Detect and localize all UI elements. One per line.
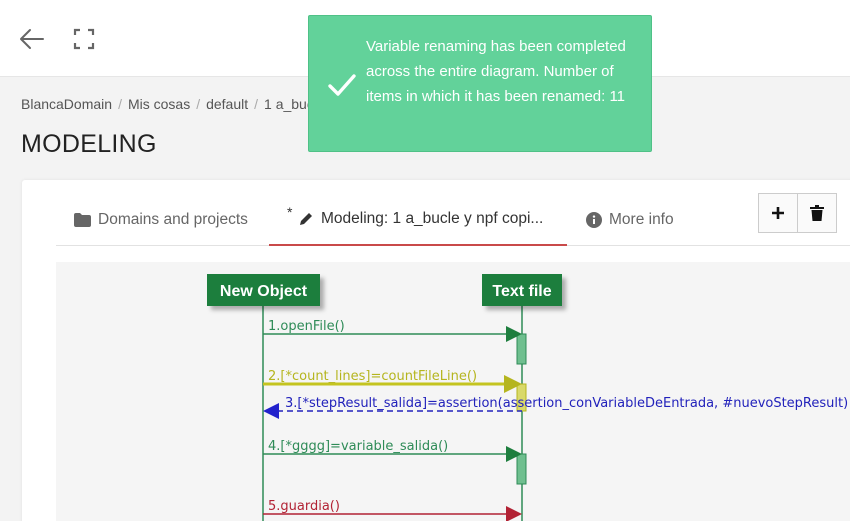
message-label-5[interactable]: 5.guardia() — [268, 499, 340, 514]
arrowhead-3 — [263, 403, 279, 419]
lifeline-label-new-object: New Object — [220, 283, 308, 300]
folder-icon — [74, 213, 91, 227]
lifeline-box-text-file[interactable] — [482, 274, 562, 306]
activation-bar — [516, 453, 527, 485]
breadcrumb-separator: / — [254, 96, 259, 112]
tab-modeling-label: Modeling: 1 a_bucle y npf copi... — [321, 210, 544, 227]
tab-bar: Domains and projects * Modeling: 1 a_buc… — [56, 194, 850, 246]
plus-icon — [772, 207, 784, 219]
breadcrumb-project[interactable]: default — [206, 96, 249, 112]
breadcrumb-separator: / — [196, 96, 201, 112]
diagram-canvas[interactable]: New Object Text file 1.openFile() 2.[*co… — [56, 262, 850, 521]
message-label-3[interactable]: 3.[*stepResult_salida]=assertion(asserti… — [285, 396, 848, 411]
tab-more-info[interactable]: More info — [586, 194, 674, 246]
fullscreen-icon — [73, 28, 95, 50]
message-label-1[interactable]: 1.openFile() — [268, 319, 345, 334]
breadcrumb-folder[interactable]: Mis cosas — [127, 96, 191, 112]
success-toast[interactable]: Variable renaming has been completed acr… — [308, 15, 652, 152]
lifeline-box-new-object[interactable] — [207, 274, 320, 306]
breadcrumb-domain[interactable]: BlancaDomain — [21, 96, 113, 112]
arrowhead-2 — [504, 375, 522, 393]
arrow-left-icon — [20, 29, 44, 49]
tab-modeling[interactable]: * Modeling: 1 a_bucle y npf copi... — [269, 194, 567, 246]
arrowhead-4 — [506, 446, 522, 462]
unsaved-marker: * — [287, 204, 293, 220]
activation-bar — [516, 333, 527, 365]
message-label-2[interactable]: 2.[*count_lines]=countFileLine() — [268, 369, 477, 384]
lifeline-label-text-file: Text file — [492, 283, 551, 300]
diagram-toolbar — [758, 193, 837, 233]
breadcrumb-separator: / — [118, 96, 122, 112]
info-circle-icon — [586, 212, 602, 228]
tab-domains-and-projects[interactable]: Domains and projects — [74, 194, 248, 246]
pencil-icon — [300, 213, 312, 225]
arrowhead-5 — [506, 506, 522, 521]
arrowhead-1 — [506, 326, 522, 342]
toast-message: Variable renaming has been completed acr… — [366, 38, 626, 105]
delete-button[interactable] — [797, 193, 837, 233]
back-button[interactable] — [18, 26, 46, 52]
tab-info-label: More info — [609, 211, 674, 228]
page-title: MODELING — [21, 130, 157, 158]
checkmark-icon — [328, 74, 356, 96]
add-button[interactable] — [758, 193, 798, 233]
fullscreen-button[interactable] — [72, 27, 96, 51]
trash-icon — [810, 205, 824, 221]
message-label-4[interactable]: 4.[*gggg]=variable_salida() — [268, 439, 448, 454]
tab-domains-label: Domains and projects — [98, 211, 248, 228]
